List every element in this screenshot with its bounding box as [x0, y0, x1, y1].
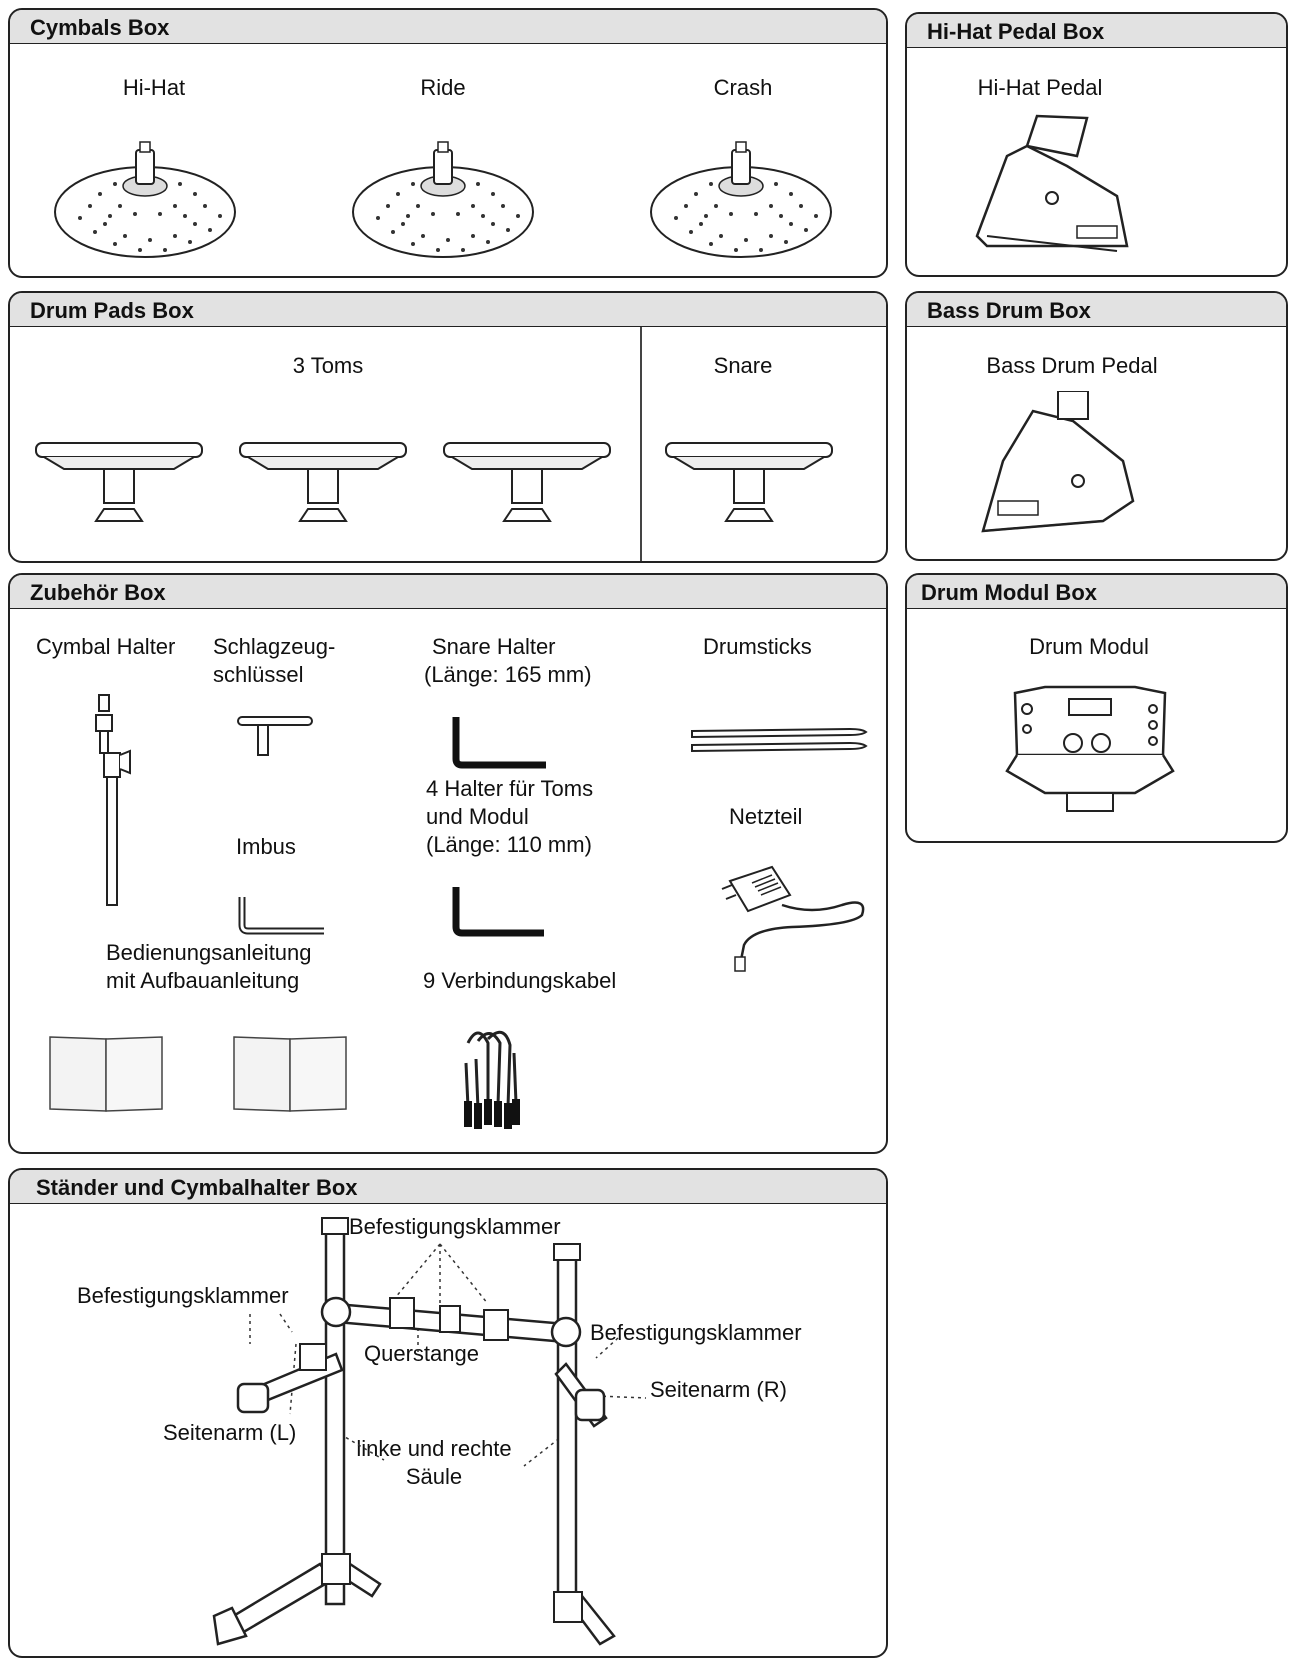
- staender-box-header: Ständer und Cymbalhalter Box: [10, 1170, 886, 1204]
- saeule-label-2: Säule: [405, 1464, 463, 1489]
- snare-label: Snare: [713, 353, 773, 378]
- netzteil-label: Netzteil: [729, 804, 803, 829]
- klammer-left-label: Befestigungsklammer: [77, 1283, 289, 1308]
- drum-modul-box: Drum Modul Box Drum Modul: [905, 573, 1288, 843]
- staender-box-title: Ständer und Cymbalhalter Box: [36, 1175, 358, 1200]
- drum-pads-divider: [640, 327, 642, 561]
- cymbals-box-header: Cymbals Box: [10, 10, 886, 44]
- kabel-icon: [464, 1030, 520, 1129]
- cymbal-halter-label: Cymbal Halter: [36, 634, 176, 659]
- hihat-pedal-label: Hi-Hat Pedal: [977, 75, 1103, 100]
- staender-box: Ständer und Cymbalhalter Box Befestigung…: [8, 1168, 888, 1658]
- bass-drum-pedal-icon: [981, 391, 1135, 533]
- snare-halter-label-1: Snare Halter: [432, 634, 556, 659]
- zubehoer-box: Zubehör Box Cymbal Halter Schlagzeug- sc…: [8, 573, 888, 1154]
- klammer-right-label: Befestigungsklammer: [590, 1320, 802, 1345]
- seitenarm-l-label: Seitenarm (L): [163, 1420, 297, 1445]
- imbus-label: Imbus: [236, 834, 296, 859]
- bass-drum-box-title: Bass Drum Box: [927, 298, 1091, 323]
- cymbal-halter-icon: [95, 694, 131, 906]
- hihat-pedal-box-title: Hi-Hat Pedal Box: [927, 19, 1105, 44]
- schluessel-label-2: schlüssel: [213, 662, 304, 687]
- ride-label: Ride: [420, 75, 466, 100]
- drum-modul-box-title: Drum Modul Box: [921, 580, 1097, 605]
- tom-pad-icon: [239, 442, 407, 522]
- tom-pad-icon: [35, 442, 203, 522]
- manual-icon: [233, 1036, 347, 1112]
- crash-cymbal-icon: [650, 141, 832, 258]
- seitenarm-r-label: Seitenarm (R): [650, 1377, 787, 1402]
- drumsticks-label: Drumsticks: [703, 634, 812, 659]
- snare-halter-icon: [452, 717, 546, 769]
- saeule-label-1: linke und rechte: [356, 1436, 512, 1461]
- toms-label: 3 Toms: [292, 353, 364, 378]
- klammer-top-label: Befestigungsklammer: [349, 1214, 561, 1239]
- cymbals-box: Cymbals Box Hi-Hat Ride Crash: [8, 8, 888, 278]
- crash-label: Crash: [713, 75, 773, 100]
- snare-halter-label-2: (Länge: 165 mm): [424, 662, 592, 687]
- schluessel-icon: [237, 716, 313, 756]
- bass-drum-pedal-label: Bass Drum Pedal: [986, 353, 1158, 378]
- schluessel-label-1: Schlagzeug-: [213, 634, 336, 659]
- querstange-label: Querstange: [364, 1341, 479, 1366]
- drum-modul-label: Drum Modul: [1029, 634, 1149, 659]
- halter-icon: [452, 887, 544, 937]
- bass-drum-box-header: Bass Drum Box: [907, 293, 1286, 327]
- netzteil-icon: [721, 865, 865, 972]
- hihat-pedal-box-header: Hi-Hat Pedal Box: [907, 14, 1286, 48]
- hihat-label: Hi-Hat: [122, 75, 186, 100]
- cymbals-box-title: Cymbals Box: [30, 15, 170, 40]
- halter-label-3: (Länge: 110 mm): [426, 832, 592, 857]
- halter-label-2: und Modul: [426, 804, 529, 829]
- imbus-icon: [238, 897, 324, 935]
- drum-modul-box-header: Drum Modul Box: [907, 575, 1286, 609]
- hihat-pedal-box: Hi-Hat Pedal Box Hi-Hat Pedal: [905, 12, 1288, 277]
- manual-icon: [49, 1036, 163, 1112]
- rack-stand-icon: [212, 1217, 647, 1646]
- zubehoer-box-title: Zubehör Box: [30, 580, 166, 605]
- hihat-cymbal-icon: [54, 141, 236, 258]
- halter-label-1: 4 Halter für Toms: [426, 776, 594, 801]
- drum-pads-box-title: Drum Pads Box: [30, 298, 194, 323]
- anleitung-label-1: Bedienungsanleitung: [106, 940, 312, 965]
- hihat-pedal-icon: [975, 114, 1129, 252]
- drumsticks-icon: [691, 727, 868, 753]
- tom-pad-icon: [443, 442, 611, 522]
- drum-pads-box-header: Drum Pads Box: [10, 293, 886, 327]
- ride-cymbal-icon: [352, 141, 534, 258]
- snare-pad-icon: [665, 442, 833, 522]
- drum-modul-icon: [1005, 685, 1175, 812]
- drum-pads-box: Drum Pads Box 3 Toms Snare: [8, 291, 888, 563]
- kabel-label: 9 Verbindungskabel: [423, 968, 617, 993]
- zubehoer-box-header: Zubehör Box: [10, 575, 886, 609]
- anleitung-label-2: mit Aufbauanleitung: [106, 968, 300, 993]
- bass-drum-box: Bass Drum Box Bass Drum Pedal: [905, 291, 1288, 561]
